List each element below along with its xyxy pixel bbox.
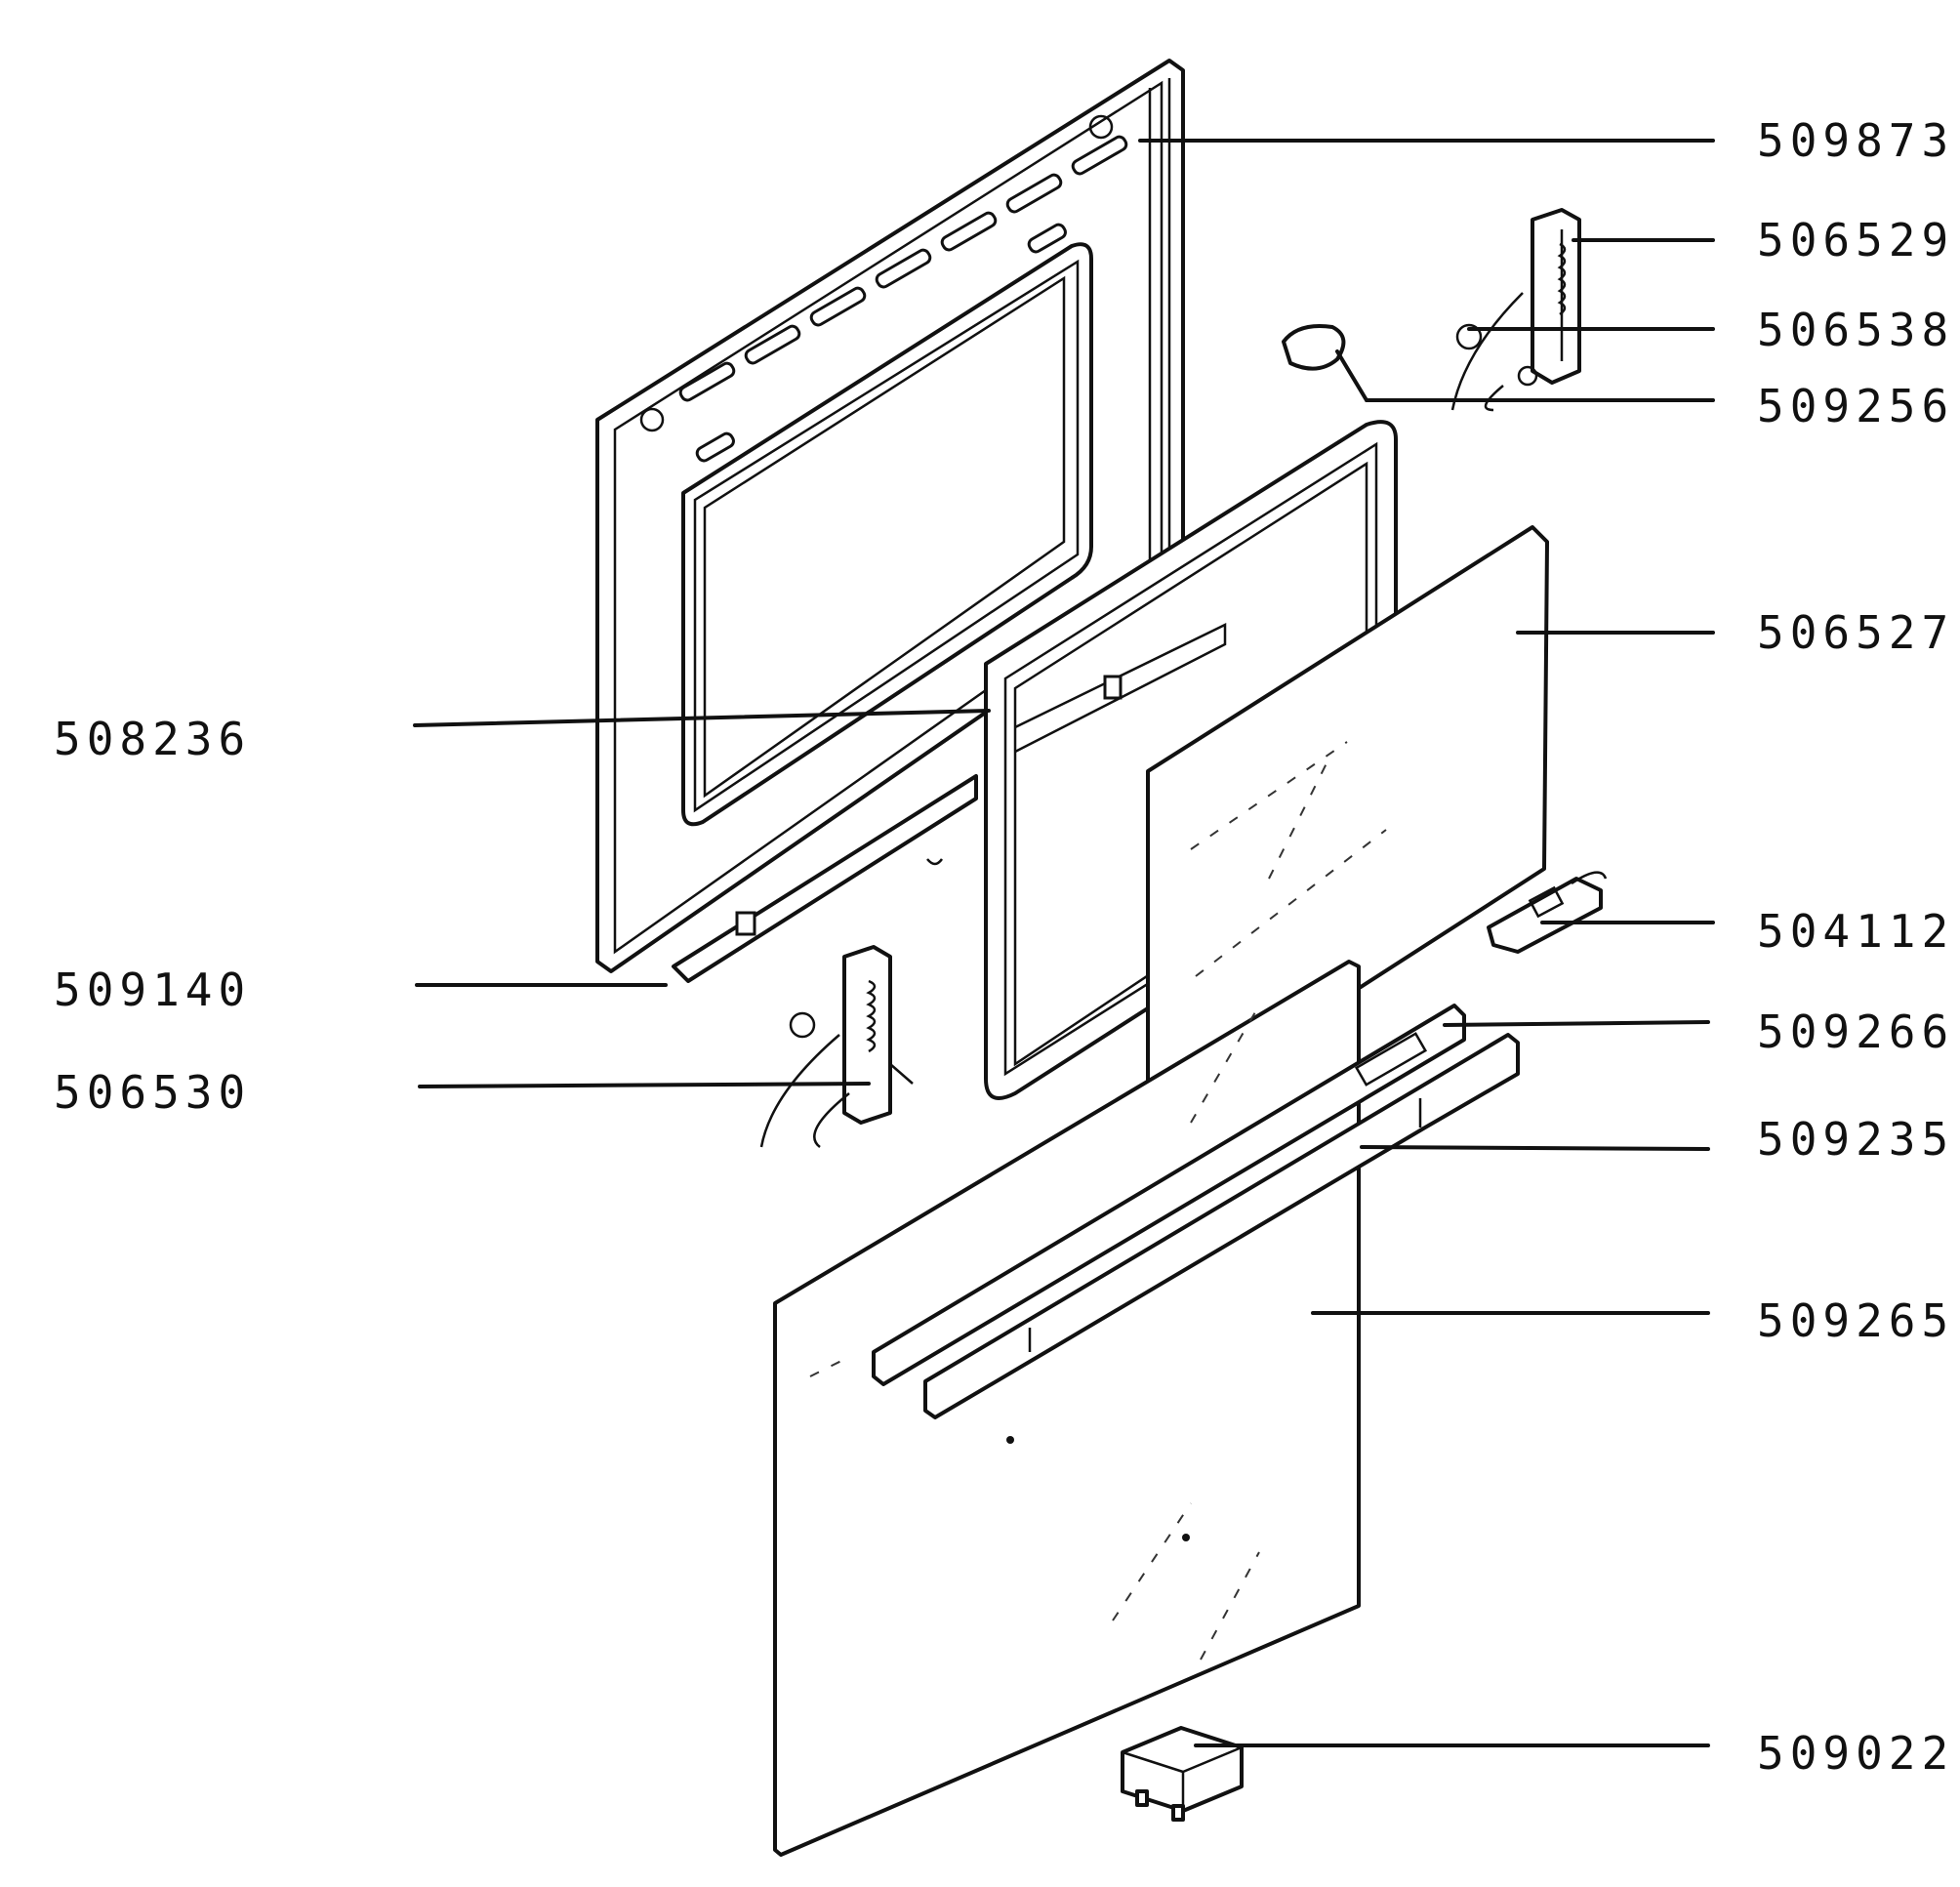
lock-bracket: [1487, 871, 1608, 954]
label-509022: 509022: [1757, 1727, 1954, 1780]
leader-508236: [413, 709, 991, 727]
leader-509266: [1443, 1020, 1710, 1027]
label-509266: 509266: [1757, 1005, 1954, 1058]
label-506530: 506530: [54, 1066, 251, 1119]
right-hinge-assembly: [1282, 208, 1581, 412]
leader-509235: [1360, 1145, 1710, 1151]
leader-509256: [1335, 349, 1715, 402]
vent-slots: [678, 135, 1128, 463]
inner-door-frame: [595, 59, 1185, 983]
label-509256: 509256: [1757, 380, 1954, 432]
label-506527: 506527: [1757, 606, 1954, 659]
label-509235: 509235: [1757, 1113, 1954, 1166]
label-509873: 509873: [1757, 114, 1954, 167]
left-hinge-assembly: [759, 945, 914, 1148]
label-509140: 509140: [54, 964, 251, 1016]
label-508236: 508236: [54, 713, 251, 765]
door-handle-rails: [872, 1004, 1520, 1419]
leader-lines: [413, 139, 1715, 1747]
label-504112: 504112: [1757, 905, 1954, 958]
part-labels: 509873 506529 506538 509256 506527 50823…: [54, 114, 1954, 1780]
label-506538: 506538: [1757, 304, 1954, 356]
bottom-clip: [1121, 1726, 1244, 1822]
leader-506530: [418, 1082, 871, 1088]
label-506529: 506529: [1757, 214, 1954, 267]
label-509265: 509265: [1757, 1294, 1954, 1347]
